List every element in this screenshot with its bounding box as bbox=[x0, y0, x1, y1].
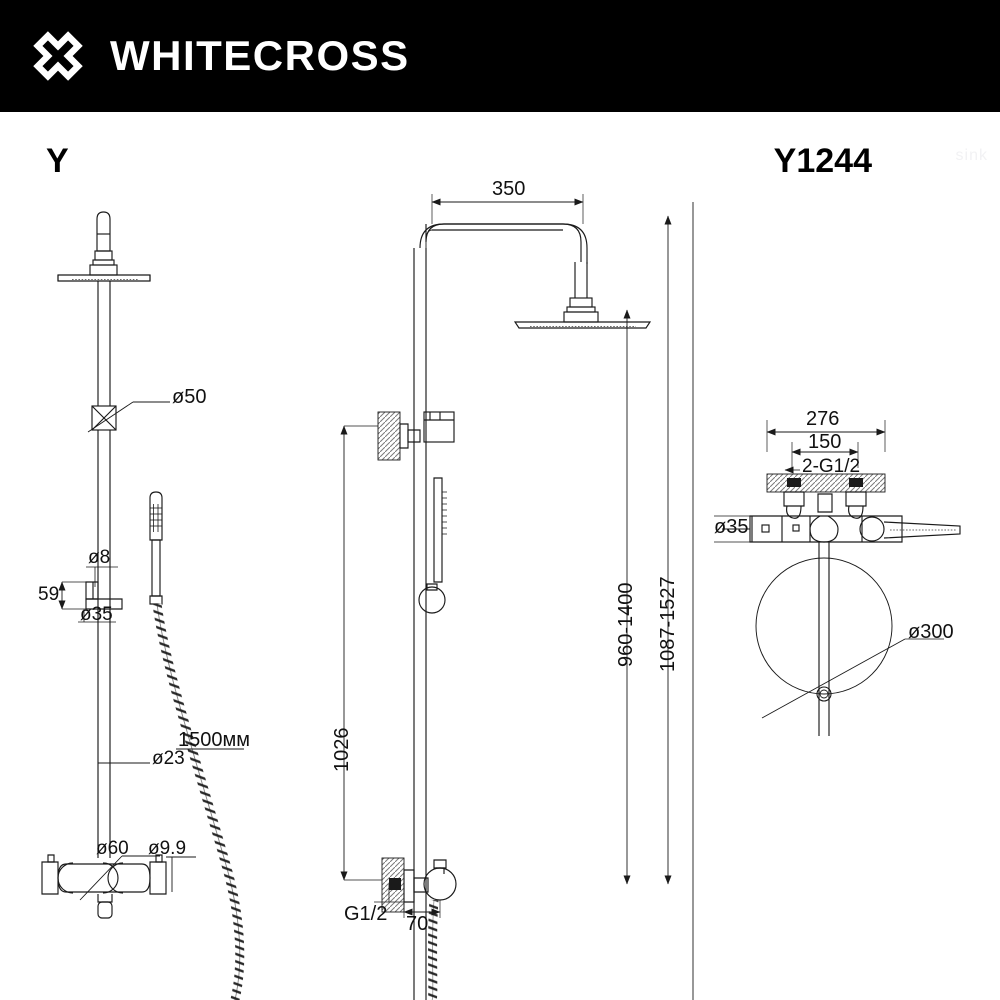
dim-len-59: 59 bbox=[38, 584, 60, 605]
drawing-linework bbox=[41, 194, 961, 1000]
dim-dia-35-body: ø35 bbox=[714, 516, 749, 538]
series-label: Y bbox=[46, 142, 69, 180]
dim-dia-300-head: ø300 bbox=[908, 621, 954, 643]
brand-name: WHITECROSS bbox=[110, 32, 410, 79]
dim-len-1026: 1026 bbox=[331, 727, 353, 773]
dim-arm-350: 350 bbox=[492, 178, 526, 200]
dim-thread-g12: G1/2 bbox=[344, 903, 388, 925]
dim-proj-70: 70 bbox=[406, 913, 429, 935]
dim-width-276: 276 bbox=[806, 408, 840, 430]
watermark-text: sink bbox=[955, 147, 988, 164]
dim-dia-23: ø23 bbox=[152, 748, 185, 769]
dim-range-1087-1527: 1087-1527 bbox=[657, 576, 679, 672]
dim-centers-150: 150 bbox=[808, 431, 842, 453]
dim-hose-1500: 1500мм bbox=[178, 729, 250, 751]
brand-header: WHITECROSS bbox=[0, 0, 1000, 112]
dim-dia-60: ø60 bbox=[96, 838, 129, 859]
dim-dia-50: ø50 bbox=[172, 386, 207, 408]
x-cross-logo-icon bbox=[33, 31, 83, 81]
dim-dia-9-9: ø9.9 bbox=[148, 838, 187, 859]
dim-thread-2-g12: 2-G1/2 bbox=[802, 456, 861, 477]
dim-dia-35: ø35 bbox=[80, 604, 113, 625]
dim-range-960-1400: 960-1400 bbox=[615, 582, 637, 667]
dim-dia-8: ø8 bbox=[88, 547, 111, 568]
technical-drawing-sheet: Y Y1244 sink bbox=[0, 112, 1000, 1000]
model-number-label: Y1244 bbox=[773, 142, 872, 180]
